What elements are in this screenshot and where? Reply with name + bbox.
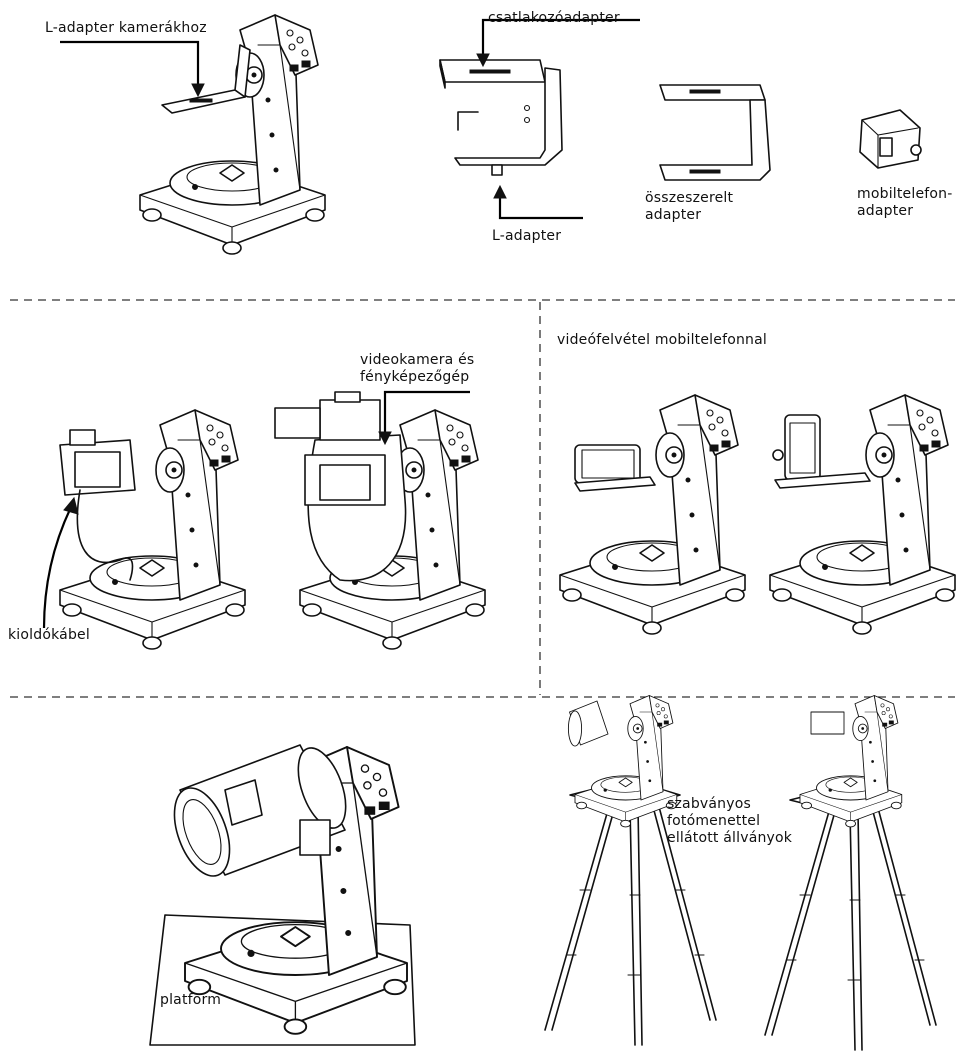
label-tripods: szabványos fotómenettel ellátott állvány… xyxy=(667,796,793,846)
assembled-adapter-part xyxy=(659,84,771,181)
label-l-adapter-camera: L-adapter kamerákhoz xyxy=(45,20,207,36)
phone-adapter-part xyxy=(859,109,922,169)
tripod-left-mount xyxy=(567,695,678,828)
mount-with-camera xyxy=(59,409,246,650)
label-l-adapter: L-adapter xyxy=(492,228,562,244)
platform-setup xyxy=(149,744,416,1046)
connector-adapter-part xyxy=(439,59,546,89)
mount-with-phone-landscape xyxy=(559,394,746,635)
label-platform: platform xyxy=(160,992,222,1008)
l-bracket-part xyxy=(454,67,563,176)
label-video-phone: videófelvétel mobiltelefonnal xyxy=(557,332,767,348)
label-connector-adapter: csatlakozóadapter xyxy=(488,10,620,26)
label-phone-adapter: mobiltelefon- adapter xyxy=(857,186,953,219)
tripod-right-mount xyxy=(799,695,903,828)
mount-with-l-adapter xyxy=(139,14,326,255)
label-shutter-cable: kioldókábel xyxy=(8,627,90,643)
label-video-camera: videokamera és fényképezőgép xyxy=(360,352,475,385)
mount-with-video-camera xyxy=(274,391,486,650)
label-assembled-adapter: összeszerelt adapter xyxy=(645,190,734,223)
mount-with-phone-portrait xyxy=(769,394,956,635)
